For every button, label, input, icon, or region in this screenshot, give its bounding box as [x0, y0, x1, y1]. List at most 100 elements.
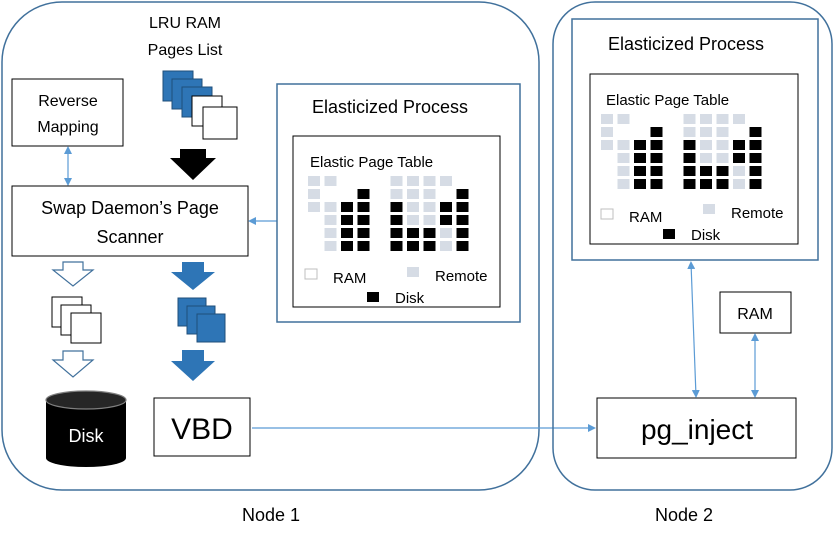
swap-daemon-box — [11, 185, 249, 257]
disk-page-cell — [733, 140, 745, 150]
node2-process-title: Elasticized Process — [608, 34, 764, 54]
white-pages-stack — [51, 296, 102, 344]
node2-legend-disk-swatch — [663, 229, 675, 239]
disk-page-cell — [390, 241, 403, 251]
remote-page-cell — [407, 202, 419, 212]
remote-page-cell — [700, 114, 712, 124]
vbd-path-arrow-top — [171, 262, 215, 290]
disk-page-cell — [733, 153, 745, 163]
disk-path-arrow-bottom — [51, 350, 95, 378]
disk-page-cell — [407, 228, 419, 238]
disk-page-cell — [683, 140, 696, 150]
disk-page-cell — [650, 127, 663, 137]
disk-page-cell — [456, 189, 469, 199]
vbd-box — [153, 397, 251, 457]
disk-page-cell — [683, 166, 696, 176]
lru-title-line2: Pages List — [148, 42, 223, 59]
remote-page-cell — [324, 241, 337, 251]
remote-page-cell — [716, 114, 729, 124]
remote-page-cell — [716, 127, 729, 137]
node2-container — [552, 1, 833, 491]
node1-page-grid — [308, 176, 469, 251]
disk-page-cell — [456, 215, 469, 225]
node2-page-table-title: Elastic Page Table — [606, 92, 729, 109]
disk-page-cell — [749, 127, 762, 137]
disk-page-cell — [683, 153, 696, 163]
disk-page-cell — [716, 179, 729, 189]
disk-page-cell — [650, 179, 663, 189]
reverse-mapping-line2: Mapping — [37, 119, 98, 136]
disk-page-cell — [341, 215, 353, 225]
disk-page-cell — [650, 166, 663, 176]
lru-down-arrow — [170, 149, 216, 180]
remote-page-cell — [308, 189, 320, 199]
remote-page-cell — [683, 127, 696, 137]
disk-page-cell — [456, 202, 469, 212]
disk-page-cell — [440, 202, 452, 212]
disk-page-cell — [357, 228, 370, 238]
node1-label: Node 1 — [242, 505, 300, 525]
disk-page-cell — [407, 241, 419, 251]
remote-page-cell — [733, 179, 745, 189]
remote-page-cell — [390, 189, 403, 199]
node1-legend-remote-swatch — [407, 267, 419, 277]
disk-page-cell — [716, 166, 729, 176]
pg-inject-label: pg_inject — [641, 414, 753, 445]
remote-page-cell — [617, 114, 630, 124]
remote-page-cell — [324, 176, 337, 186]
disk-page-cell — [357, 215, 370, 225]
disk-page-cell — [357, 202, 370, 212]
disk-page-cell — [749, 179, 762, 189]
remote-page-cell — [617, 140, 630, 150]
remote-page-cell — [617, 179, 630, 189]
remote-page-cell — [324, 202, 337, 212]
disk-page-cell — [749, 140, 762, 150]
remote-page-cell — [617, 153, 630, 163]
disk-label: Disk — [69, 426, 105, 446]
remote-page-cell — [390, 176, 403, 186]
disk-page-cell — [440, 215, 452, 225]
pginject-process-connector — [687, 261, 700, 398]
disk-page-cell — [341, 228, 353, 238]
node2-legend-disk: Disk — [691, 227, 721, 244]
reverse-mapping-line1: Reverse — [38, 93, 98, 110]
node1-legend-ram: RAM — [333, 270, 366, 287]
node2-label: Node 2 — [655, 505, 713, 525]
node2-legend-ram: RAM — [629, 209, 662, 226]
pg-inject-box — [596, 397, 797, 459]
node1-legend-disk: Disk — [395, 290, 425, 307]
remote-page-cell — [683, 114, 696, 124]
disk-page-cell — [357, 189, 370, 199]
node2-legend-ram-swatch — [600, 208, 614, 220]
disk-cylinder-icon — [45, 390, 127, 467]
node1-legend-disk-swatch — [367, 292, 379, 302]
disk-page-cell — [634, 166, 646, 176]
disk-page-cell — [749, 166, 762, 176]
disk-page-cell — [341, 241, 353, 251]
disk-page-cell — [749, 153, 762, 163]
remote-page-cell — [423, 176, 436, 186]
disk-page-cell — [423, 228, 436, 238]
remote-page-cell — [700, 140, 712, 150]
lru-pages-stack — [162, 70, 238, 140]
disk-page-cell — [456, 241, 469, 251]
disk-page-cell — [390, 202, 403, 212]
remote-page-cell — [308, 202, 320, 212]
remote-page-cell — [308, 176, 320, 186]
remote-page-cell — [423, 202, 436, 212]
remote-page-cell — [700, 127, 712, 137]
node1-legend-remote: Remote — [435, 268, 488, 285]
remote-page-cell — [423, 215, 436, 225]
lru-title-line1: LRU RAM — [149, 15, 221, 32]
disk-page-cell — [700, 179, 712, 189]
remote-page-cell — [324, 228, 337, 238]
remote-page-cell — [423, 189, 436, 199]
node1-process-title: Elasticized Process — [312, 97, 468, 117]
remote-page-cell — [440, 241, 452, 251]
disk-page-cell — [634, 140, 646, 150]
disk-page-cell — [634, 179, 646, 189]
node2-legend-remote: Remote — [731, 205, 784, 222]
disk-page-cell — [341, 202, 353, 212]
remote-page-cell — [440, 176, 452, 186]
